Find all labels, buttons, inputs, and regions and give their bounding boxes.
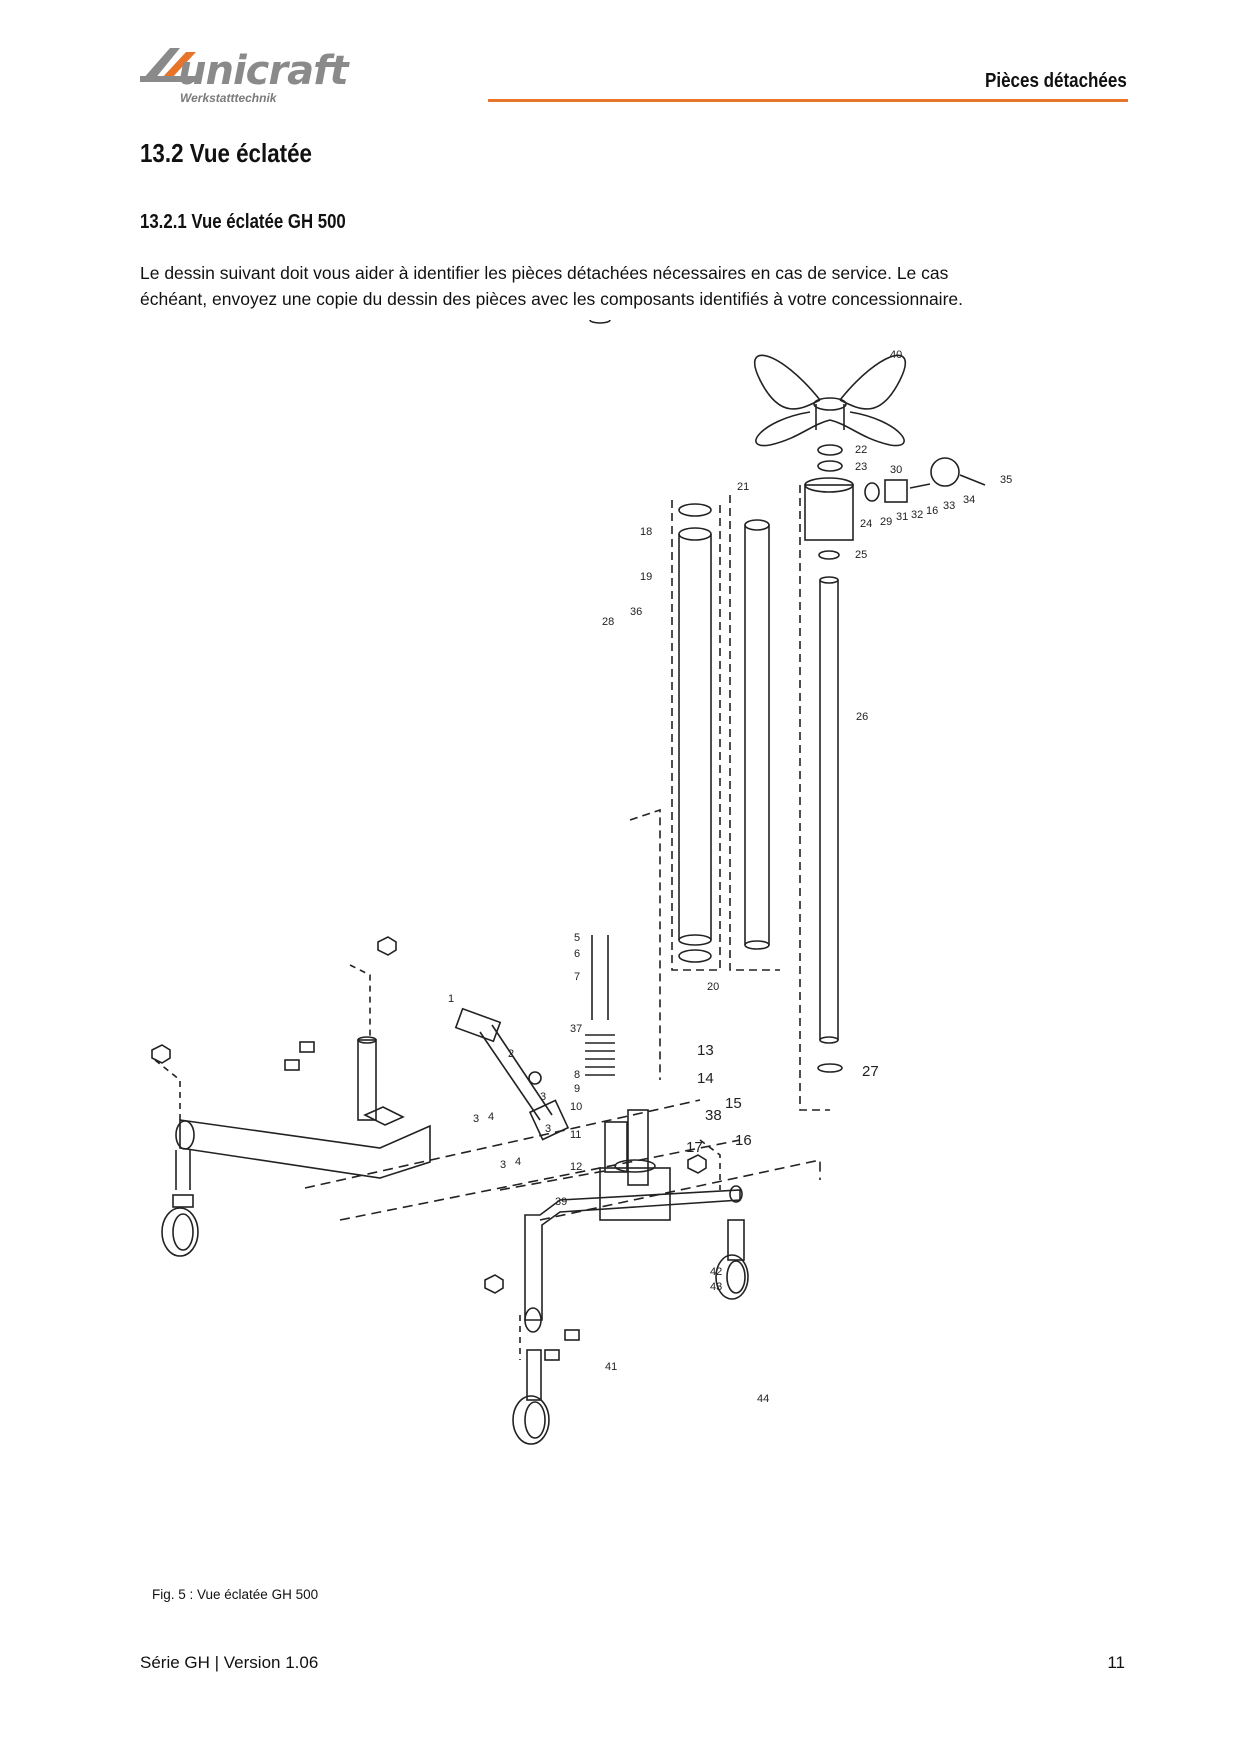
part-label-28: 28 [602, 616, 614, 628]
part-label-7: 7 [574, 971, 580, 983]
part-label-9: 9 [574, 1083, 580, 1095]
part-label-23: 23 [855, 461, 867, 473]
part-label-16b: 16 [735, 1132, 752, 1149]
exploded-view-drawing: 40 22 23 24 25 29 30 31 32 16 33 34 35 1… [140, 316, 1100, 1560]
unicraft-logo: unicraft Werkstatttechnik [140, 44, 380, 106]
intro-line-1: Le dessin suivant doit vous aider à iden… [140, 263, 949, 283]
intro-paragraph: Le dessin suivant doit vous aider à iden… [140, 260, 1120, 312]
part-label-20: 20 [707, 981, 719, 993]
part-label-34: 34 [963, 494, 975, 506]
part-label-3d: 3 [545, 1123, 551, 1135]
section-title: Pièces détachées [985, 70, 1127, 92]
part-label-31: 31 [896, 511, 908, 523]
logo-subtitle: Werkstatttechnik [180, 91, 277, 105]
part-label-17: 17 [686, 1139, 703, 1156]
part-label-27: 27 [862, 1063, 879, 1080]
part-label-22: 22 [855, 444, 867, 456]
part-label-40: 40 [890, 349, 902, 361]
part-label-4b: 4 [515, 1156, 521, 1168]
logo-mark-icon [140, 48, 198, 82]
page-number: 11 [1107, 1653, 1125, 1672]
part-label-16: 16 [926, 505, 938, 517]
logo-text: unicraft [178, 48, 349, 94]
part-label-36: 36 [630, 606, 642, 618]
part-label-32: 32 [911, 509, 923, 521]
part-label-38: 38 [705, 1107, 722, 1124]
part-label-25: 25 [855, 549, 867, 561]
intro-line-2: échéant, envoyez une copie du dessin des… [140, 289, 963, 309]
part-label-1: 1 [448, 993, 454, 1005]
part-label-42: 42 [710, 1266, 722, 1278]
part-label-29: 29 [880, 516, 892, 528]
part-label-43: 43 [710, 1281, 722, 1293]
part-label-24: 24 [860, 518, 872, 530]
part-label-19: 19 [640, 571, 652, 583]
subsection-heading: 13.2.1 Vue éclatée GH 500 [140, 211, 346, 233]
part-label-33: 33 [943, 500, 955, 512]
section-heading: 13.2 Vue éclatée [140, 138, 312, 168]
footer-version: Série GH | Version 1.06 [140, 1653, 319, 1672]
part-label-41: 41 [605, 1361, 617, 1373]
part-label-4: 4 [488, 1111, 494, 1123]
part-label-18: 18 [640, 526, 652, 538]
part-label-3b: 3 [500, 1159, 506, 1171]
part-label-26: 26 [856, 711, 868, 723]
part-label-12: 12 [570, 1161, 582, 1173]
part-label-39: 39 [555, 1196, 567, 1208]
part-label-3c: 3 [540, 1091, 546, 1103]
part-label-30: 30 [890, 464, 902, 476]
part-label-44: 44 [757, 1393, 769, 1405]
header-divider [488, 99, 1128, 102]
exploded-view-svg: 40 22 23 24 25 29 30 31 32 16 33 34 35 1… [151, 316, 1012, 1445]
figure-caption: Fig. 5 : Vue éclatée GH 500 [152, 1587, 319, 1602]
part-label-11: 11 [570, 1129, 581, 1141]
part-label-35: 35 [1000, 474, 1012, 486]
part-label-6: 6 [574, 948, 580, 960]
part-label-15: 15 [725, 1095, 742, 1112]
part-label-13: 13 [697, 1042, 714, 1059]
part-label-8: 8 [574, 1069, 580, 1081]
part-label-3: 3 [473, 1113, 479, 1125]
part-label-21: 21 [737, 481, 749, 493]
part-label-5: 5 [574, 932, 580, 944]
part-label-37: 37 [570, 1023, 582, 1035]
part-label-14: 14 [697, 1070, 714, 1087]
part-label-10: 10 [570, 1101, 582, 1113]
part-label-2: 2 [508, 1048, 514, 1060]
